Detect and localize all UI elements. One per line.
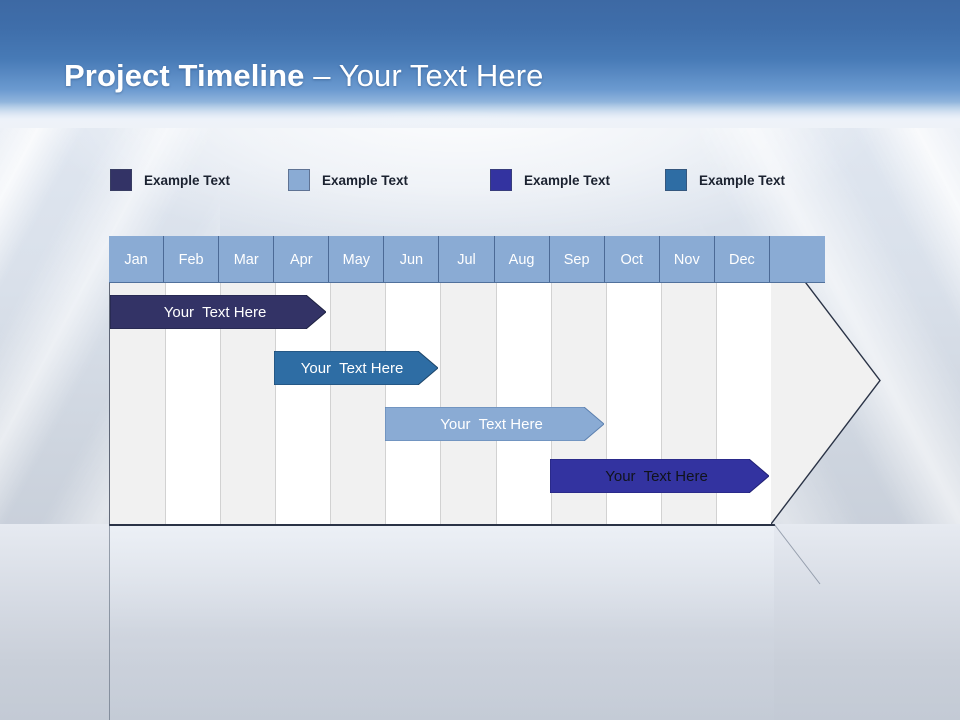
month-cell-sep[interactable]: Sep [549, 236, 605, 283]
timeline-column-aug [495, 237, 551, 524]
page-title-bold: Project Timeline [64, 58, 305, 93]
month-header-tail [769, 236, 825, 283]
timeline-bars: Your Text Here Your Text Here Your Text … [109, 236, 881, 525]
legend-item-3[interactable]: Example Text [490, 168, 610, 192]
legend-item-label: Example Text [322, 172, 409, 188]
month-cell-jan[interactable]: Jan [109, 236, 165, 283]
month-cell-apr[interactable]: Apr [274, 236, 330, 283]
timeline-column-feb [165, 237, 221, 524]
timeline-column-jul [440, 237, 496, 524]
background-floor-left-line [109, 524, 110, 720]
month-cell-aug[interactable]: Aug [494, 236, 550, 283]
page-title: Project Timeline – Your Text Here [64, 58, 543, 94]
month-cell-mar[interactable]: Mar [219, 236, 275, 283]
timeline-column-jan [110, 237, 166, 524]
month-cell-jun[interactable]: Jun [384, 236, 440, 283]
legend: Example Text Example Text Example Text E… [110, 168, 810, 194]
timeline-bar-2[interactable]: Your Text Here [274, 351, 438, 385]
timeline-bar-1[interactable]: Your Text Here [110, 295, 326, 329]
legend-item-label: Example Text [524, 172, 611, 188]
timeline-chart: Jan Feb Mar Apr May Jun Jul Aug Sep Oct … [109, 236, 881, 525]
legend-swatch-icon [490, 169, 512, 191]
legend-item-1[interactable]: Example Text [110, 168, 230, 192]
legend-item-2[interactable]: Example Text [288, 168, 408, 192]
timeline-column-mar [220, 237, 276, 524]
page-title-rest: – Your Text Here [304, 58, 544, 93]
legend-swatch-icon [665, 169, 687, 191]
legend-item-label: Example Text [699, 172, 786, 188]
month-cell-dec[interactable]: Dec [714, 236, 770, 283]
month-cell-jul[interactable]: Jul [439, 236, 495, 283]
legend-swatch-icon [288, 169, 310, 191]
month-cell-may[interactable]: May [329, 236, 385, 283]
month-cell-oct[interactable]: Oct [604, 236, 660, 283]
timeline-bar-4[interactable]: Your Text Here [550, 459, 769, 493]
title-banner [0, 0, 960, 128]
legend-item-4[interactable]: Example Text [665, 168, 785, 192]
month-cell-feb[interactable]: Feb [164, 236, 220, 283]
banner-fade [0, 102, 960, 128]
background-floor-diagonal [760, 524, 960, 604]
month-header-underline [109, 282, 825, 283]
background-floor-panel [109, 526, 774, 720]
month-cell-nov[interactable]: Nov [659, 236, 715, 283]
timeline-month-header: Jan Feb Mar Apr May Jun Jul Aug Sep Oct … [109, 236, 825, 283]
legend-item-label: Example Text [144, 172, 231, 188]
background-floor-edge [109, 524, 775, 526]
legend-swatch-icon [110, 169, 132, 191]
timeline-bar-3[interactable]: Your Text Here [385, 407, 604, 441]
